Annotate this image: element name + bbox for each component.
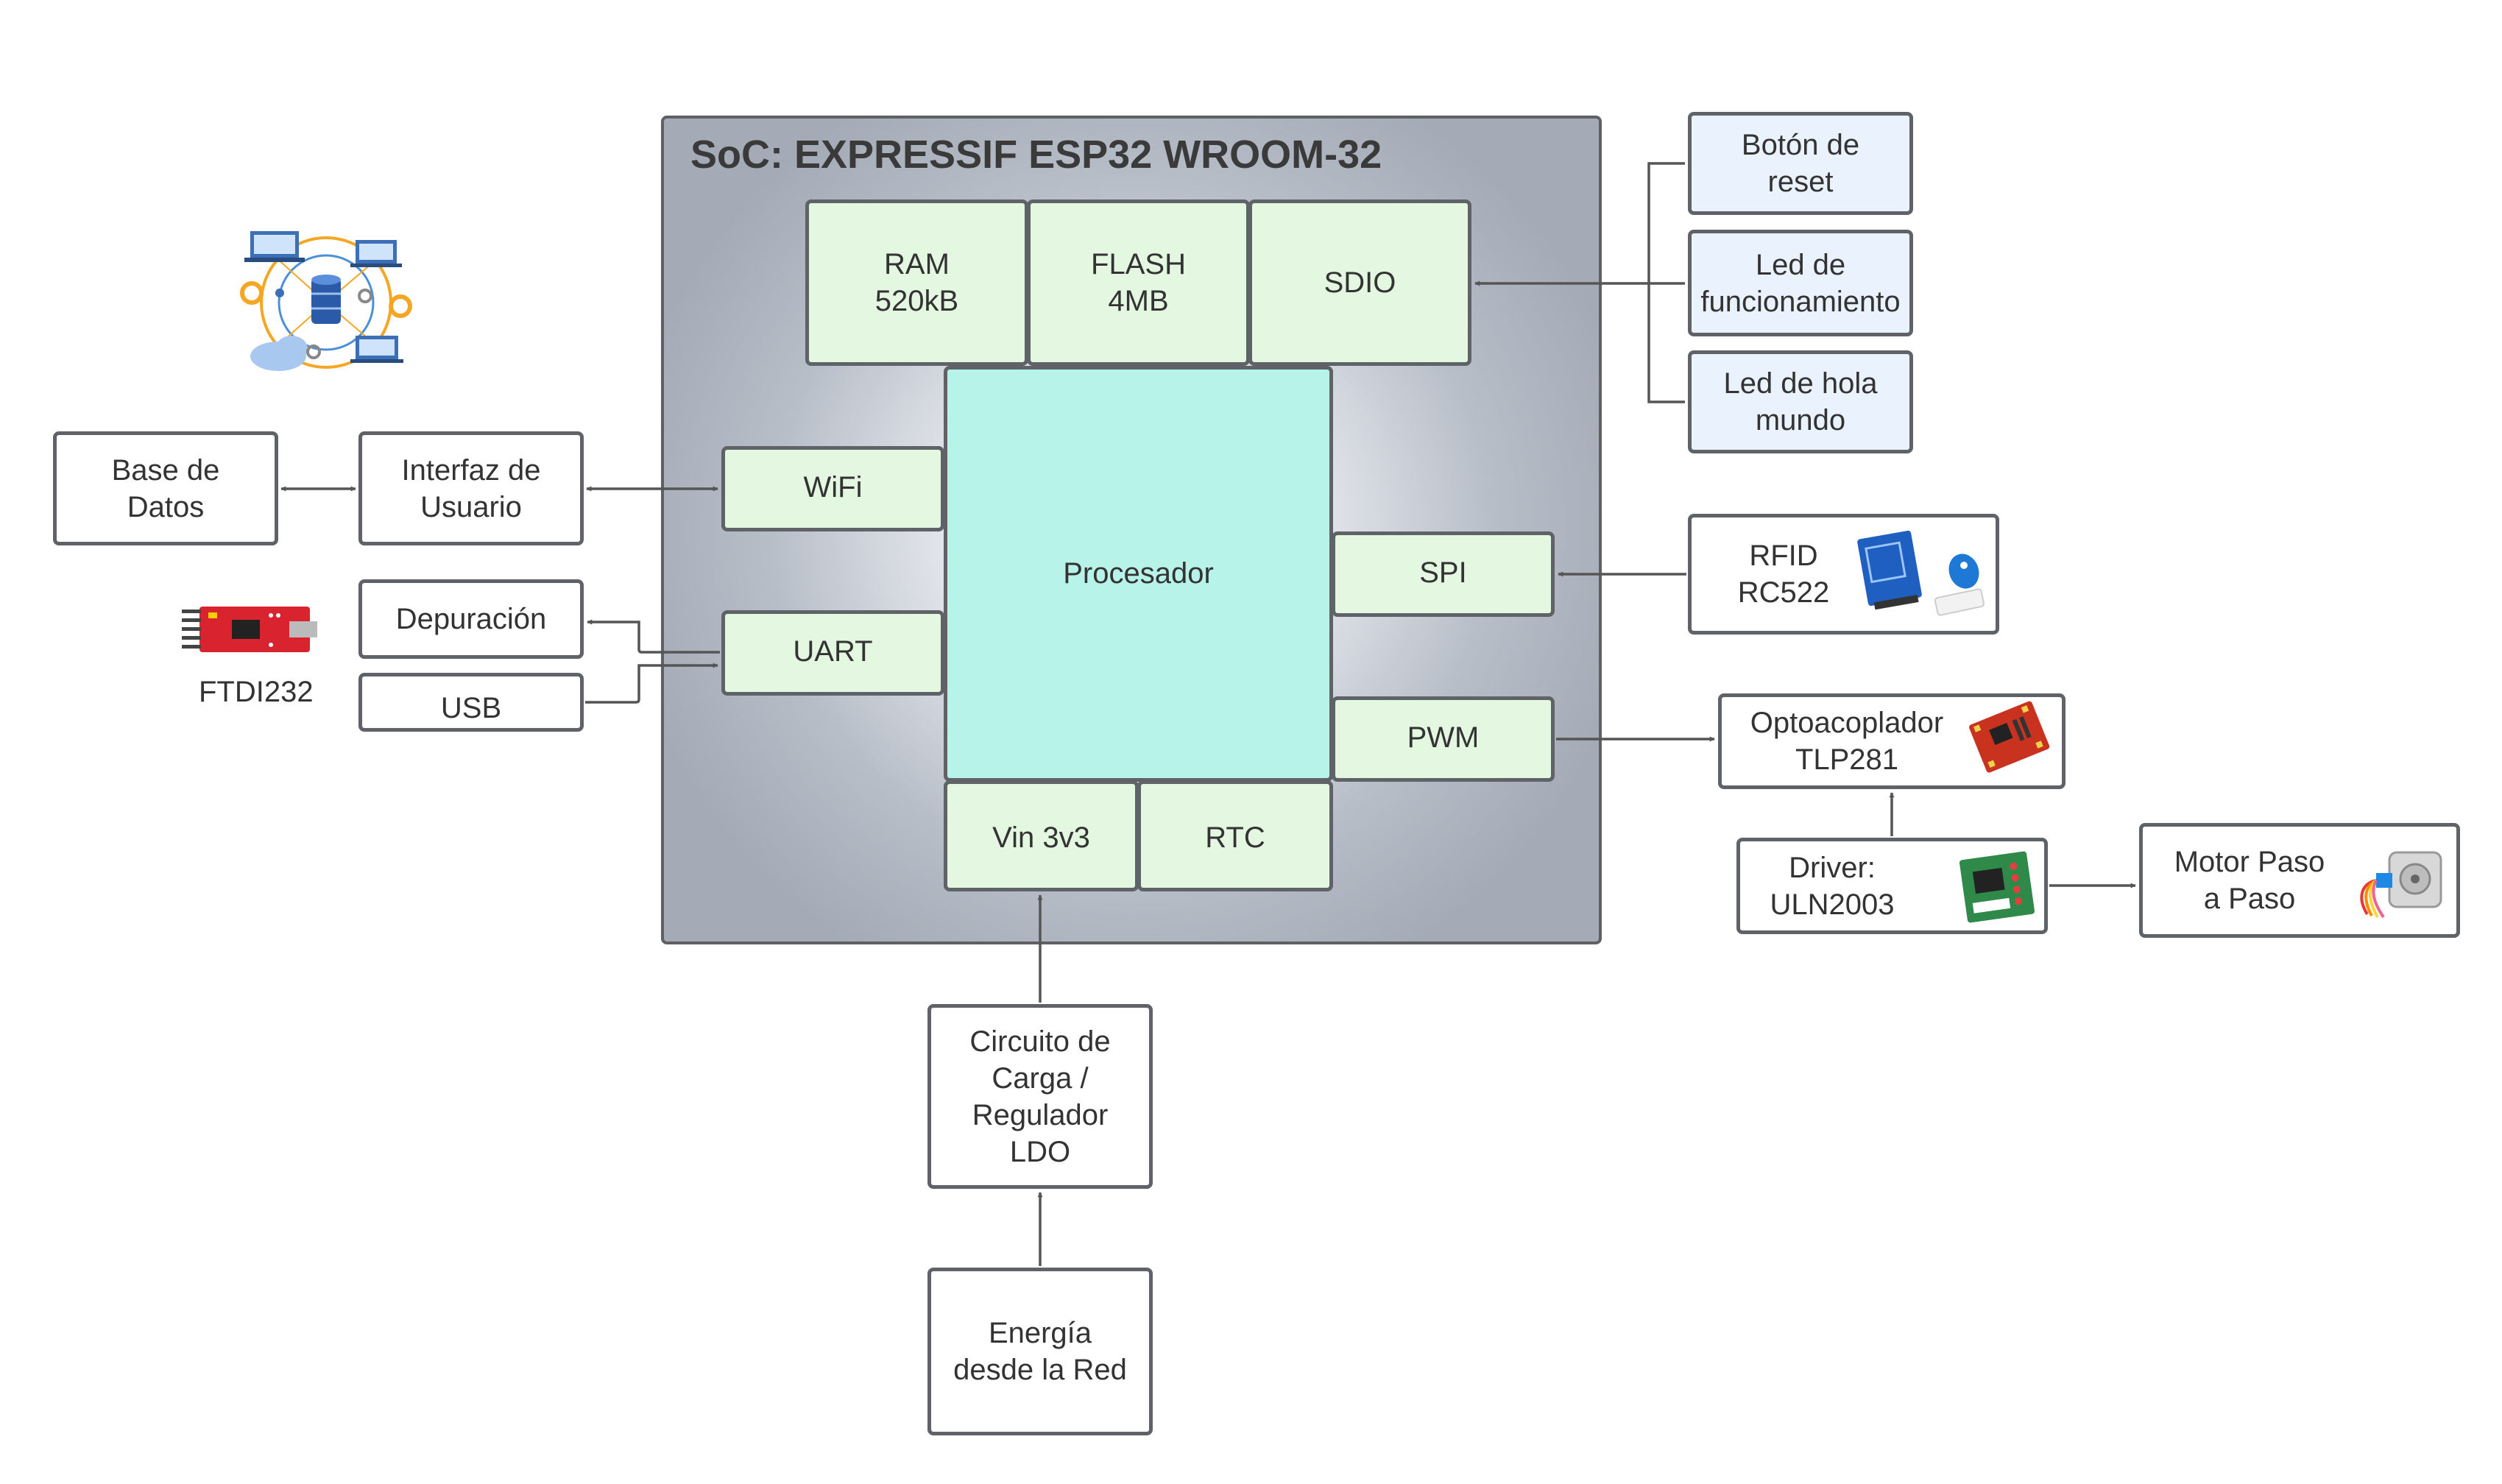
led-hello-line1: Led de hola	[1723, 367, 1878, 400]
charger-line4: LDO	[1009, 1135, 1071, 1168]
pwm-label: PWM	[1407, 721, 1480, 754]
stepper-motor-icon	[2360, 851, 2442, 919]
database-line2: Datos	[127, 490, 205, 523]
driver-line2: ULN2003	[1770, 888, 1895, 921]
motor-line2: a Paso	[2203, 883, 2296, 915]
uln2003-board-icon	[1959, 851, 2035, 923]
optocoupler-line1: Optoacoplador	[1750, 707, 1944, 739]
reset-button-block: Botón de reset	[1688, 112, 1913, 215]
uart-block: UART	[721, 610, 944, 696]
mains-line1: Energía	[988, 1317, 1092, 1349]
led-running-line1: Led de	[1755, 248, 1846, 281]
processor-block: Procesador	[944, 366, 1333, 782]
sdio-label: SDIO	[1324, 266, 1396, 299]
rtc-label: RTC	[1205, 822, 1265, 854]
vin-block: Vin 3v3	[944, 780, 1139, 891]
sdio-block: SDIO	[1248, 199, 1471, 366]
mains-block: Energía desde la Red	[927, 1268, 1153, 1435]
motor-text: Motor Paso a Paso	[2143, 844, 2356, 917]
network-database-icon	[240, 231, 412, 371]
spi-block: SPI	[1332, 531, 1555, 617]
ram-label: RAM	[884, 248, 950, 280]
optocoupler-line2: TLP281	[1795, 743, 1899, 776]
flash-size: 4MB	[1108, 285, 1169, 317]
user-interface-line1: Interfaz de	[401, 453, 541, 487]
led-hello-line2: mundo	[1755, 404, 1846, 437]
ram-block: RAM 520kB	[805, 199, 1028, 366]
database-line1: Base de	[111, 453, 220, 487]
debug-label: Depuración	[395, 603, 547, 635]
ram-size: 520kB	[874, 285, 959, 317]
wifi-block: WiFi	[721, 446, 944, 531]
charger-block: Circuito de Carga / Regulador LDO	[927, 1004, 1153, 1189]
optocoupler-board-icon	[1969, 701, 2050, 773]
spi-label: SPI	[1419, 556, 1467, 589]
flash-label: FLASH	[1091, 248, 1186, 280]
vin-label: Vin 3v3	[992, 822, 1090, 854]
led-running-line2: funcionamiento	[1700, 285, 1901, 318]
database-block: Base de Datos	[53, 431, 278, 545]
driver-text: Driver: ULN2003	[1740, 849, 1924, 923]
rfid-reader-icon	[1857, 530, 1985, 616]
rfid-text: RFID RC522	[1692, 537, 1876, 611]
rfid-line1: RFID	[1749, 540, 1818, 572]
soc-title: SoC: EXPRESSIF ESP32 WROOM-32	[690, 132, 1382, 177]
led-running-block: Led de funcionamiento	[1688, 230, 1913, 336]
rfid-line2: RC522	[1737, 576, 1830, 609]
debug-block: Depuración	[358, 579, 584, 659]
user-interface-line2: Usuario	[420, 490, 522, 523]
optocoupler-text: Optoacoplador TLP281	[1722, 704, 1972, 778]
usb-block: USB	[358, 673, 584, 732]
usb-label: USB	[440, 692, 502, 724]
flash-block: FLASH 4MB	[1027, 199, 1250, 366]
ftdi232-label: FTDI232	[199, 676, 314, 708]
processor-label: Procesador	[1063, 557, 1214, 590]
led-hello-block: Led de hola mundo	[1688, 350, 1913, 453]
charger-line2: Carga /	[992, 1061, 1089, 1095]
uart-label: UART	[793, 635, 873, 668]
driver-line1: Driver:	[1789, 851, 1876, 884]
pwm-block: PWM	[1332, 696, 1555, 782]
uart-debug-arrow	[587, 619, 720, 654]
rtc-block: RTC	[1137, 780, 1333, 891]
charger-line1: Circuito de	[969, 1025, 1111, 1058]
mains-line2: desde la Red	[953, 1354, 1127, 1386]
wifi-label: WiFi	[803, 471, 863, 504]
charger-line3: Regulador	[972, 1098, 1109, 1131]
ftdi232-board-icon	[182, 607, 317, 652]
motor-line1: Motor Paso	[2174, 846, 2325, 878]
reset-line2: reset	[1767, 166, 1834, 198]
user-interface-block: Interfaz de Usuario	[358, 431, 584, 545]
reset-line1: Botón de	[1741, 129, 1860, 161]
usb-uart-arrow	[585, 662, 718, 704]
